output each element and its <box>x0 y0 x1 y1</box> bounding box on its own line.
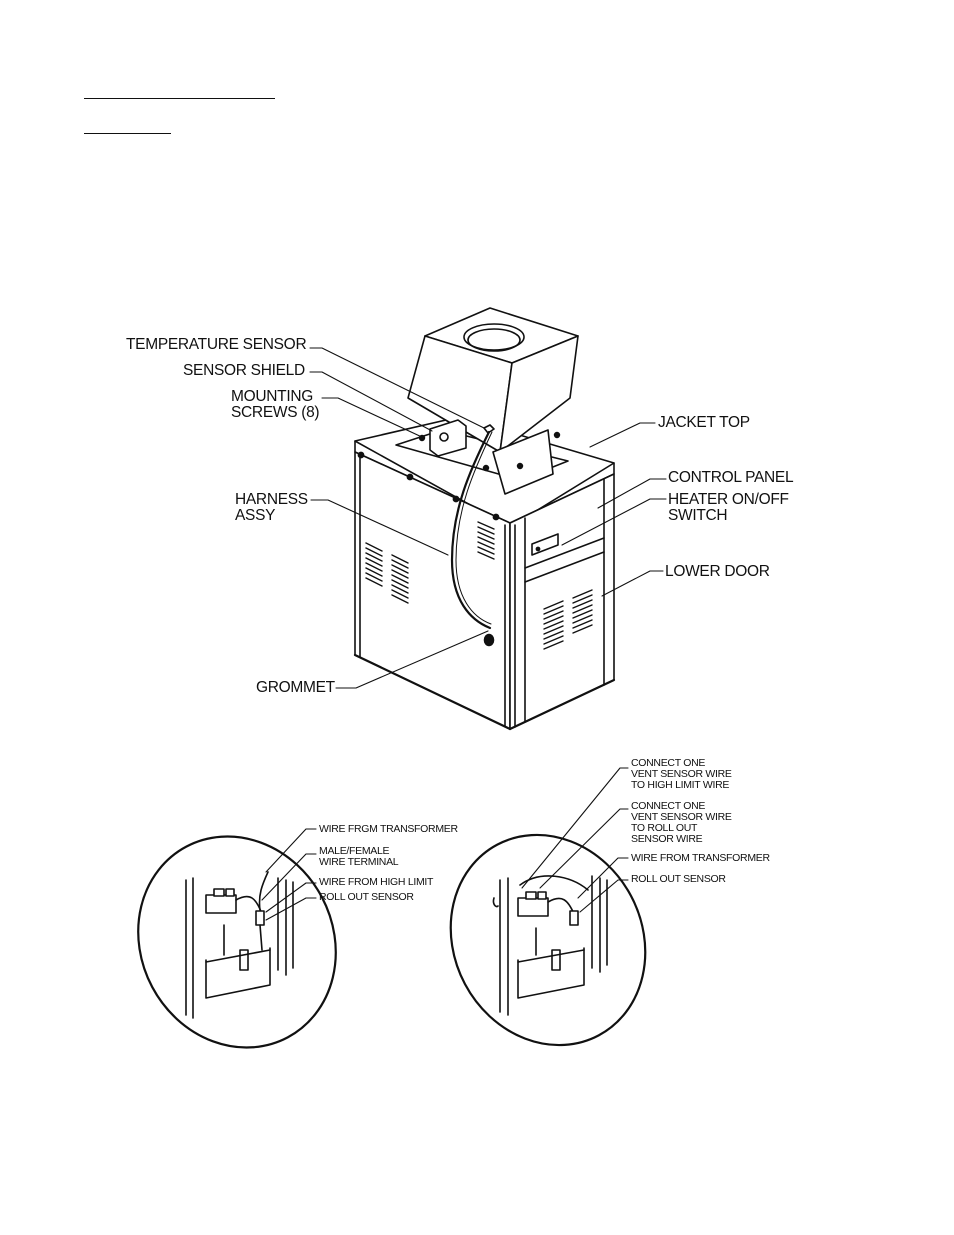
label-left-roll-out-sensor: ROLL OUT SENSOR <box>319 891 414 903</box>
label-left-male-female-terminal: MALE/FEMALE WIRE TERMINAL <box>319 845 399 869</box>
label-mounting-screws: MOUNTING SCREWS (8) <box>231 388 320 421</box>
label-right-roll-out-sensor: ROLL OUT SENSOR <box>631 873 726 885</box>
right-detail-view <box>449 767 647 1047</box>
label-heater-switch: HEATER ON/OFF SWITCH <box>668 491 789 524</box>
label-right-wire-from-transformer: WIRE FROM TRANSFORMER <box>631 852 770 864</box>
label-harness-assy: HARNESS ASSY <box>235 491 308 524</box>
label-left-wire-from-high-limit: WIRE FROM HIGH LIMIT <box>319 876 434 888</box>
label-lower-door: LOWER DOOR <box>665 563 770 580</box>
label-temperature-sensor: TEMPERATURE SENSOR <box>126 336 307 353</box>
header-rule-long <box>84 98 275 99</box>
label-right-connect-roll-out: CONNECT ONE VENT SENSOR WIRE TO ROLL OUT… <box>631 800 732 846</box>
left-detail-view <box>137 828 337 1049</box>
harness-wire <box>450 430 492 630</box>
label-right-connect-high-limit: CONNECT ONE VENT SENSOR WIRE TO HIGH LIM… <box>631 757 732 792</box>
label-jacket-top: JACKET TOP <box>658 414 750 431</box>
label-grommet: GROMMET <box>256 679 335 696</box>
label-sensor-shield: SENSOR SHIELD <box>183 362 305 379</box>
sensor-shield <box>429 419 495 457</box>
louvers <box>365 521 593 650</box>
header-rule-short <box>84 133 171 134</box>
grommet-hole <box>483 633 495 647</box>
draft-hood <box>395 307 579 495</box>
label-left-wire-from-transformer: WIRE FRGM TRANSFORMER <box>319 823 458 835</box>
label-control-panel: CONTROL PANEL <box>668 469 794 486</box>
